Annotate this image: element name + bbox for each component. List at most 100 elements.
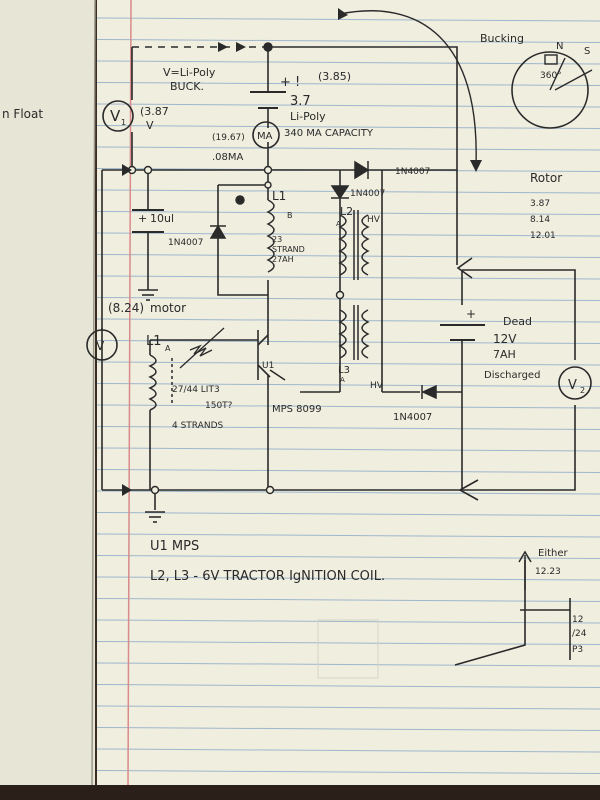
- flow-arrows: [122, 8, 482, 496]
- ruled-line: [96, 189, 600, 194]
- ruled-line: [96, 727, 600, 731]
- capacitor-plus: +: [138, 212, 147, 225]
- ma-meter-label: MA: [257, 131, 273, 142]
- ruled-line: [96, 641, 600, 645]
- ruled-line: [96, 383, 600, 387]
- ma-value: .08MA: [212, 152, 244, 163]
- l1a-spec-1: 27/44 LIT3: [172, 385, 220, 395]
- ruled-line: [96, 340, 600, 344]
- diodes: [209, 160, 437, 400]
- l1a-spec-2: 150T?: [205, 401, 233, 411]
- ruled-line: [96, 211, 600, 215]
- battery-type: Li-Poly: [290, 110, 326, 123]
- ruled-line: [96, 748, 600, 753]
- ruled-line: [96, 619, 600, 624]
- compass-s: S: [584, 46, 590, 57]
- v2-subscript: 2: [580, 386, 585, 395]
- ground-symbol: [138, 289, 165, 523]
- ruled-line: [96, 469, 600, 473]
- ruled-line: [96, 598, 600, 602]
- v-lipo-label: V=Li-Poly: [163, 66, 216, 79]
- ma-reading: (19.67): [212, 133, 245, 143]
- either-value: 12.23: [535, 567, 561, 577]
- v1-subscript: 1: [121, 118, 126, 127]
- battery-capacity: 340 MA CAPACITY: [284, 128, 374, 139]
- rotor-value-3: 12.01: [530, 231, 556, 241]
- margin-note: n Float: [2, 107, 43, 121]
- ruled-line: [96, 275, 600, 280]
- side-label: P3: [572, 645, 583, 655]
- compass-needle-icon: [544, 54, 593, 91]
- battery2-dead: Dead: [503, 315, 532, 328]
- voltmeter-v1: [102, 100, 134, 132]
- battery2-voltage: 12V: [493, 332, 517, 346]
- erased-mark: [317, 619, 379, 679]
- notebook-paper: [97, 0, 600, 785]
- ruled-line: [96, 125, 600, 129]
- v1-reading: (3.87: [140, 105, 169, 118]
- compass-dial: [511, 51, 589, 129]
- ruled-line: [96, 297, 600, 301]
- meters: [86, 51, 592, 400]
- battery-reading: (3.85): [318, 70, 351, 83]
- ruled-line: [96, 684, 600, 688]
- diode-mid-label: 1N4007: [350, 189, 385, 199]
- either-label: Either: [538, 548, 569, 559]
- v1-symbol: V: [110, 107, 121, 125]
- ruled-lines: [96, 17, 600, 774]
- up-arrow-icon: [518, 550, 532, 590]
- rotor-value-1: 3.87: [530, 199, 550, 209]
- v1-unit: V: [146, 119, 154, 132]
- rail-chevrons: [456, 257, 479, 501]
- ruled-line: [96, 426, 600, 430]
- ruled-line: [96, 447, 600, 452]
- compass-degrees: 360°: [540, 71, 562, 81]
- ruled-line: [96, 576, 600, 581]
- capacitor: [132, 209, 164, 233]
- ruled-line: [96, 512, 600, 516]
- motor-reading: (8.24): [108, 301, 144, 315]
- battery-plus: + !: [280, 75, 300, 90]
- hv-bottom-label: HV: [370, 381, 384, 391]
- ruled-line: [96, 60, 600, 65]
- side-value-2: /24: [572, 629, 587, 639]
- lipo-battery: [250, 91, 286, 109]
- buck-label: BUCK.: [170, 80, 204, 93]
- motor-label: motor: [150, 301, 186, 315]
- l1b-spec-3: 27AH: [272, 255, 294, 264]
- note-l2-l3: L2, L3 - 6V TRACTOR IgNITION COIL.: [150, 569, 385, 584]
- diode-top-label: 1N4007: [395, 167, 430, 177]
- l1b-spec-1: 23: [272, 235, 282, 244]
- voltmeter-left: [86, 329, 118, 361]
- l1b-spec-2: STRAND: [272, 245, 305, 254]
- ruled-line: [96, 533, 600, 538]
- l3-label: L3: [338, 365, 350, 376]
- lead-acid-battery: [440, 324, 485, 341]
- bucking-label: Bucking: [480, 32, 524, 45]
- ruled-line: [96, 82, 600, 86]
- ruled-line: [96, 146, 600, 151]
- ruled-line: [96, 555, 600, 559]
- previous-page-edge: [0, 0, 95, 790]
- transistor-label: MPS 8099: [272, 404, 322, 415]
- ruled-line: [96, 490, 600, 495]
- voltmeter-v2: [558, 366, 592, 400]
- rotor-label: Rotor: [530, 171, 562, 185]
- note-u1: U1 MPS: [150, 539, 199, 554]
- hv-top-label: HV: [367, 215, 381, 225]
- ruled-line: [96, 404, 600, 409]
- ruled-line: [96, 17, 600, 22]
- ruled-line: [96, 39, 600, 43]
- ruled-line: [96, 254, 600, 258]
- compass-n: N: [556, 41, 563, 52]
- rotor-value-2: 8.14: [530, 215, 550, 225]
- inductor-coils: [148, 199, 370, 411]
- battery2-state: Discharged: [484, 370, 540, 381]
- battery2-plus: +: [466, 307, 476, 321]
- l1b-sub: B: [287, 211, 293, 220]
- u1-label: U1: [262, 361, 274, 371]
- l1a-label: L1: [146, 334, 162, 349]
- capacitor-label: 10ul: [150, 212, 174, 225]
